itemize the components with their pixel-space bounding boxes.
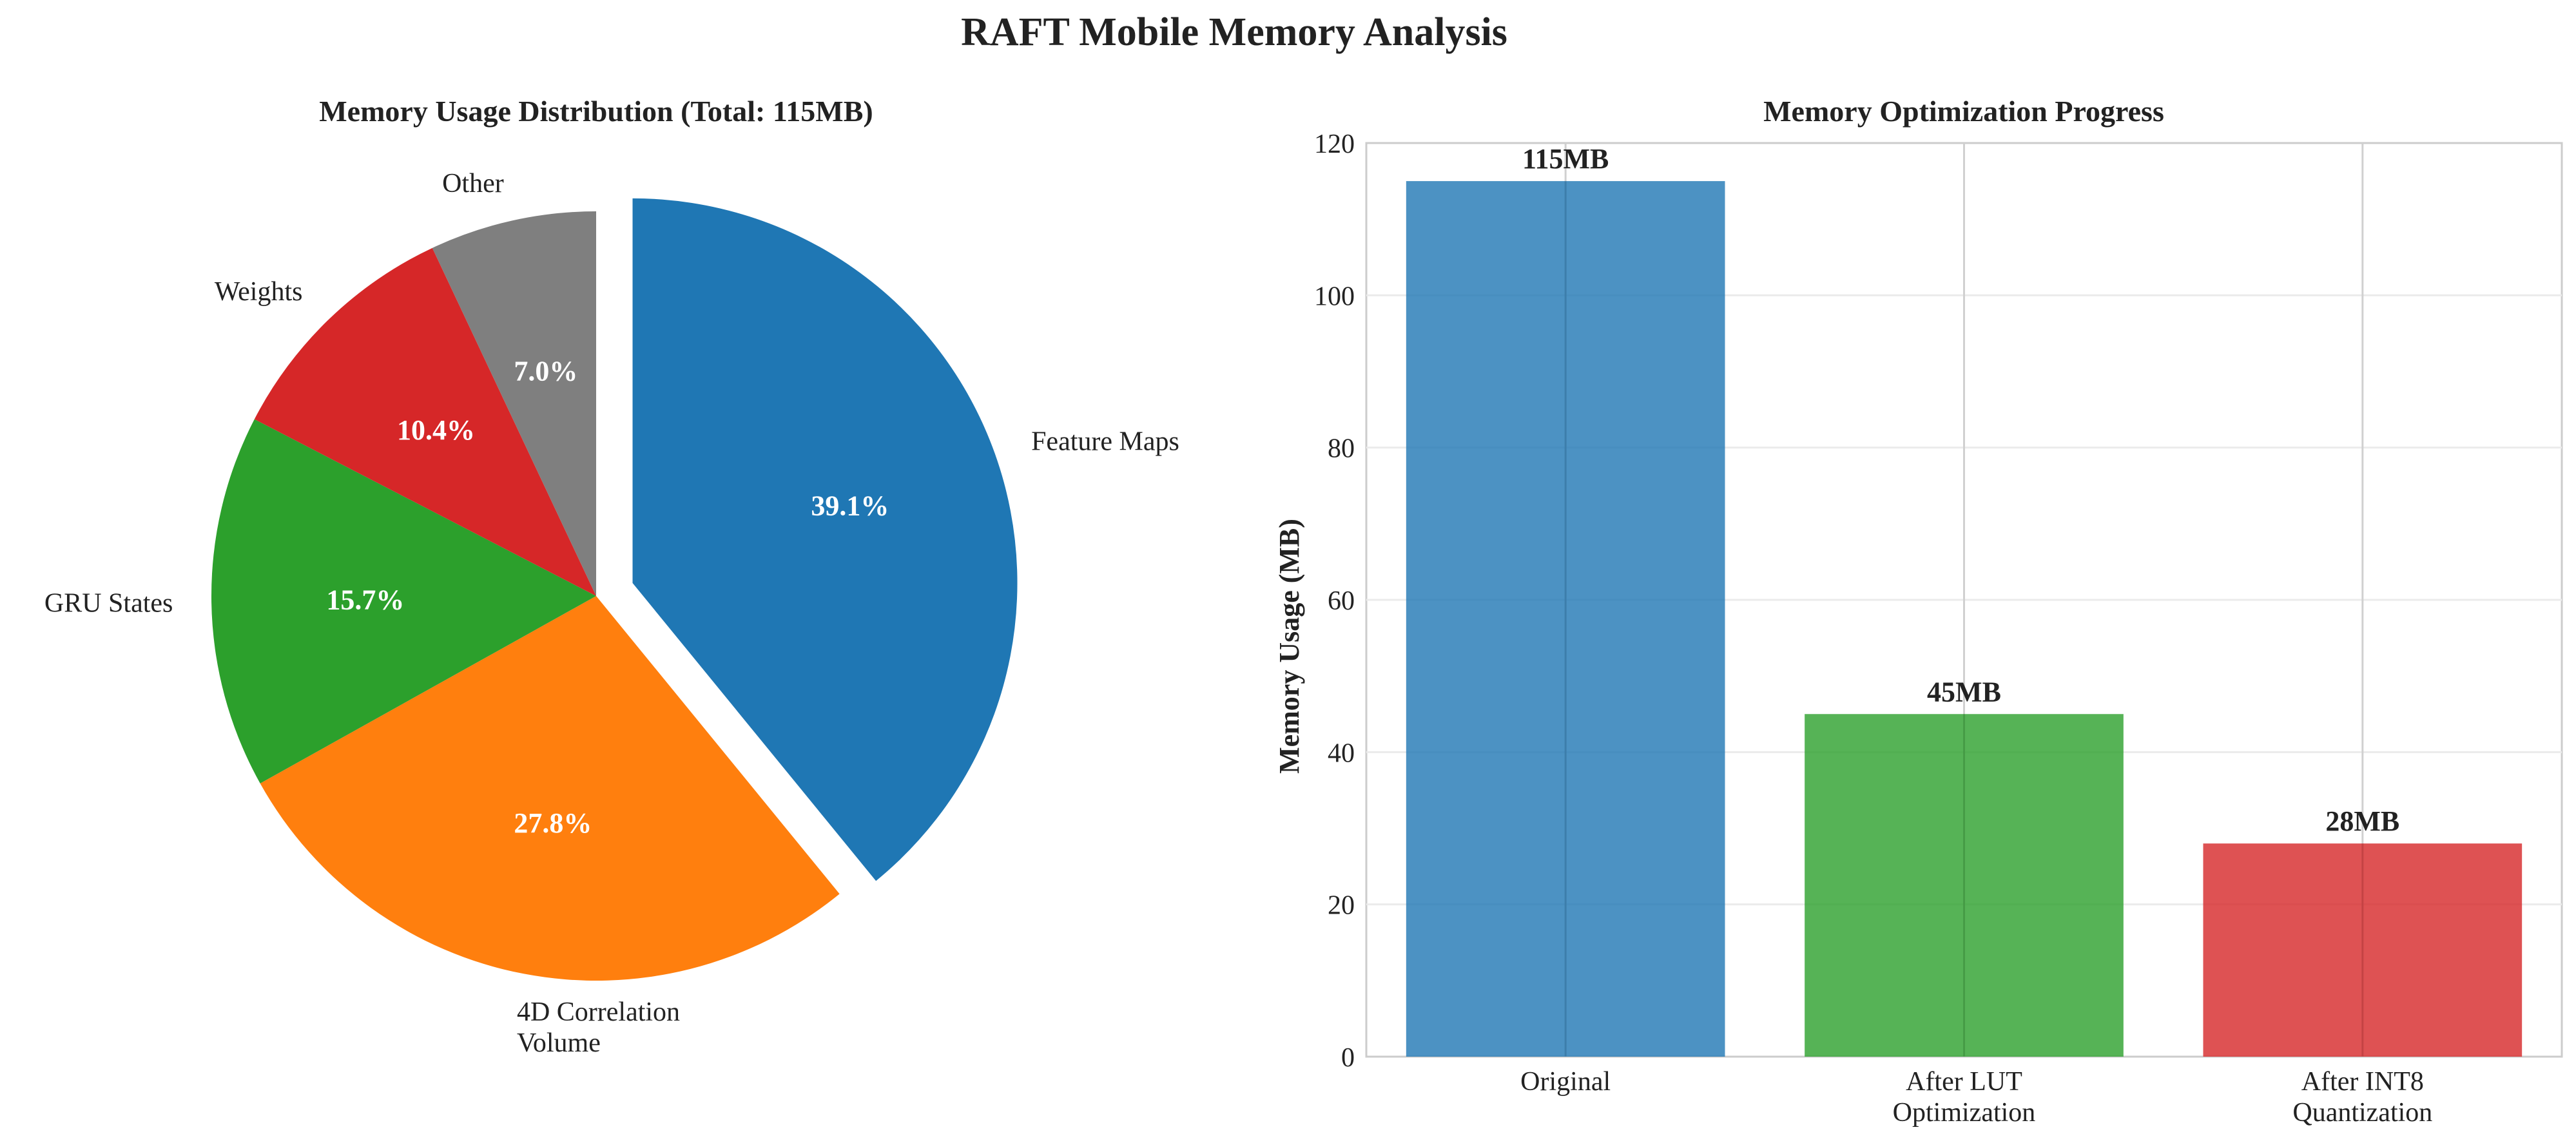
bar-original [1406,181,1725,1057]
y-axis-label: Memory Usage (MB) [1273,519,1305,774]
y-tick-label: 40 [1328,738,1355,768]
y-tick-label: 80 [1328,434,1355,464]
pie-percent-label: 39.1% [811,490,889,522]
y-tick-label: 20 [1328,891,1355,921]
bar-value-label: 28MB [2325,805,2399,837]
pie-slice-other [432,211,596,596]
pie-percent-label: 10.4% [397,414,475,446]
pie-slice-feature-maps [632,198,1018,881]
bar-value-label: 115MB [1522,143,1609,175]
pie-category-label: Feature Maps [1031,427,1179,456]
pie-category-label: Weights [215,277,303,307]
bar-after-lut-optimization [1805,714,2124,1057]
y-tick-label: 100 [1314,282,1355,311]
pie-category-label: GRU States [44,588,173,618]
pie-slice-gru-states [211,419,596,783]
bar-value-label: 45MB [1927,676,2001,707]
pie-percent-label: 27.8% [514,807,592,839]
bar-after-int8-quantization [2203,843,2523,1057]
y-tick-label: 120 [1314,130,1355,159]
bar-chart-title: Memory Optimization Progress [1763,95,2164,128]
figure-title: RAFT Mobile Memory Analysis [961,10,1507,54]
pie-slice-weights [254,247,596,596]
pie-chart-title: Memory Usage Distribution (Total: 115MB) [319,95,873,128]
x-tick-label: Original [1520,1067,1611,1097]
y-tick-label: 60 [1328,586,1355,616]
pie-slice-4d-correlation-volume [260,596,840,981]
bar-chart: Memory Optimization Progress Memory Usag… [1273,95,2563,1128]
pie-percent-label: 15.7% [326,584,404,616]
pie-percent-label: 7.0% [514,355,577,387]
pie-chart: Memory Usage Distribution (Total: 115MB)… [44,95,1179,1058]
pie-category-label: Other [442,169,504,198]
y-tick-label: 0 [1341,1043,1355,1073]
